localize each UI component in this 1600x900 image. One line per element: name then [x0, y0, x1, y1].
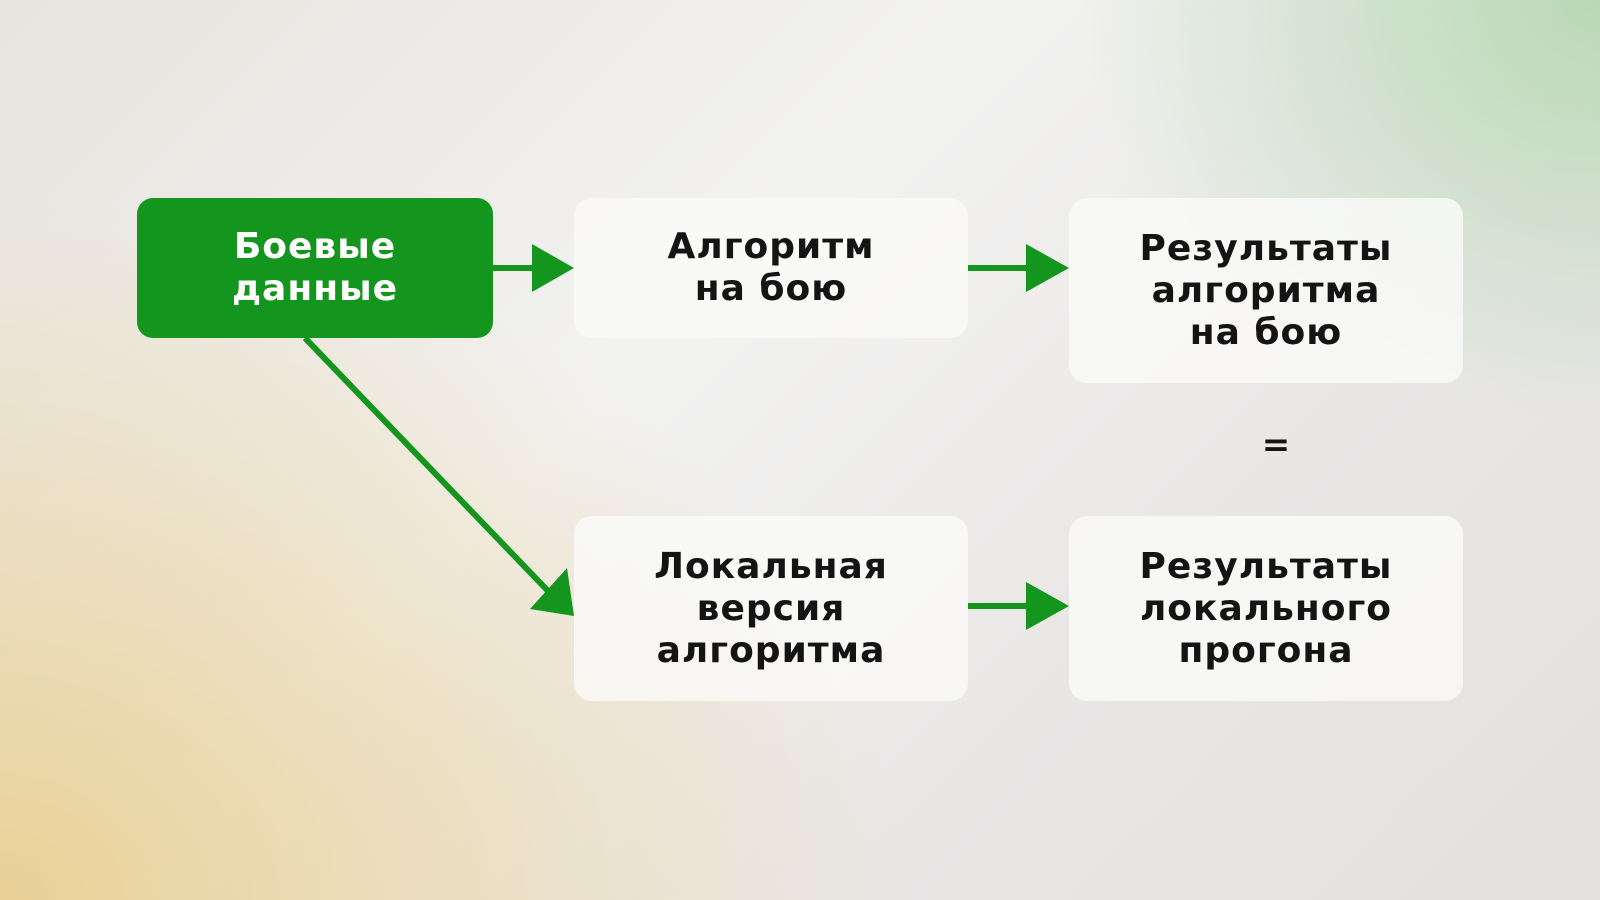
arrow-source-to-local-algorithm: [302, 335, 574, 616]
node-source-data: Боевые данные: [137, 198, 493, 338]
node-local-results: Результаты локального прогона: [1069, 516, 1463, 701]
node-production-algorithm: Алгоритм на бою: [574, 198, 968, 338]
arrowhead-icon: [530, 568, 574, 616]
arrow-local-algorithm-to-local-results: [968, 582, 1069, 630]
equals-sign: =: [1261, 425, 1291, 465]
node-local-algorithm: Локальная версия алгоритма: [574, 516, 968, 701]
arrowhead-icon: [1026, 244, 1069, 292]
arrow-source-to-prod-algorithm: [493, 244, 574, 292]
arrowhead-icon: [532, 244, 574, 292]
node-production-results: Результаты алгоритма на бою: [1069, 198, 1463, 383]
arrowhead-icon: [1026, 582, 1069, 630]
arrow-prod-algorithm-to-prod-results: [968, 244, 1069, 292]
